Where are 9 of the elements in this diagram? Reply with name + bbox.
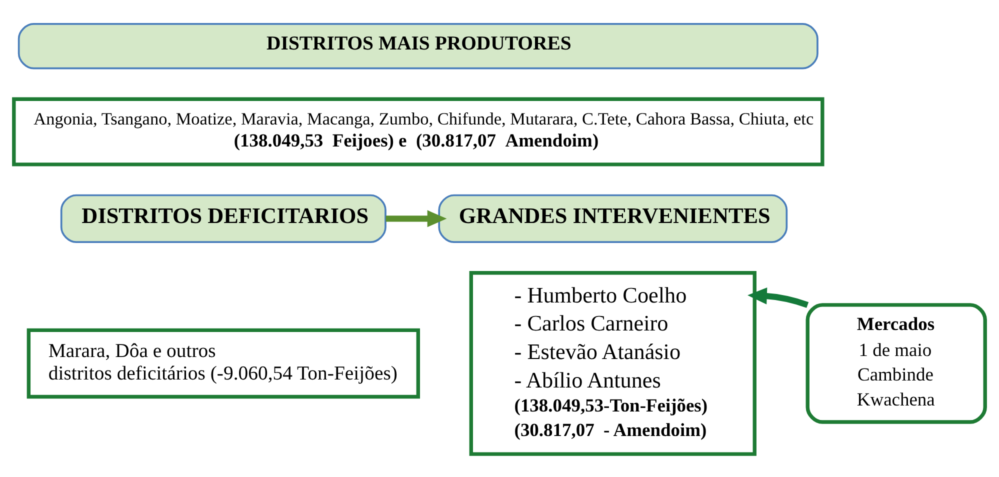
node-box: GRANDES INTERVENIENTES — [438, 194, 788, 242]
arrow — [386, 210, 447, 227]
node-box: Marara, Dôa e outros distritos deficitários (-9.060,54 Ton-Feijões) — [26, 328, 420, 398]
node-box: Angonia, Tsangano, Moatize, Maravia, Macanga, Zumbo, Chifunde, Mutarara, C.Tete, Cahora Bassa, Chiuta, etc (138.049,53 Feijoes) e (30.817,07 Amendoim) — [12, 96, 824, 166]
node-box: Mercados 1 de maio Cambinde Kwachena — [806, 302, 987, 424]
arrow — [748, 286, 809, 308]
node-box: DISTRITOS DEFICITARIOS — [60, 194, 386, 242]
node-box: - Humberto Coelho - Carlos Carneiro - Estevão Atanásio - Abílio Antunes (138.049,53-Ton-Feijões) (30.817,07 - Amendoim) — [469, 270, 756, 456]
node-box: DISTRITOS MAIS PRODUTORES — [18, 22, 818, 69]
